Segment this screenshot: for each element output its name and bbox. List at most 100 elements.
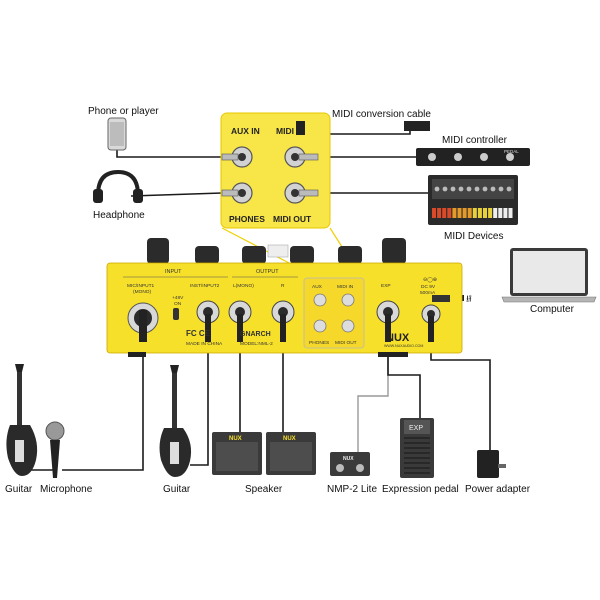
device-brand: NUX xyxy=(386,332,410,344)
microphone-label: Microphone xyxy=(40,484,93,495)
midi-controller-body xyxy=(416,148,530,166)
phantom-on-label: ON xyxy=(174,301,182,307)
inst-plug xyxy=(205,314,211,342)
guitar-mid-neck xyxy=(172,368,177,430)
guitar-left-pickguard xyxy=(15,440,24,462)
midi-controller-switch-3 xyxy=(480,153,488,161)
mic-head xyxy=(45,421,65,441)
headphone-label: Headphone xyxy=(93,210,145,221)
computer-label: Computer xyxy=(530,304,575,315)
r-label: R xyxy=(281,283,285,289)
midi-controller-pedal-text: PEDAL xyxy=(504,149,519,154)
drum-pad xyxy=(483,208,487,218)
zoom-aux-in-label: AUX IN xyxy=(231,126,260,136)
guitar-mid-headstock xyxy=(170,365,179,373)
drum-pad xyxy=(462,208,467,218)
out-r-plug xyxy=(280,314,286,342)
usb-side-port xyxy=(432,295,450,302)
midi-cable-plug-right xyxy=(404,121,430,131)
drum-machine-top xyxy=(432,179,514,199)
speaker-label: Speaker xyxy=(245,484,283,495)
computer: Computer ⭿ xyxy=(450,248,597,315)
power-adapter-label: Power adapter xyxy=(465,484,531,495)
guitar-mid-label: Guitar xyxy=(163,484,191,495)
cable-mic xyxy=(62,340,144,471)
nmp2-lite: NUX NMP-2 Lite xyxy=(327,452,377,495)
knob-6 xyxy=(382,238,406,264)
zoom-jack-midi-in xyxy=(284,146,319,168)
nmp2-label: NMP-2 Lite xyxy=(327,484,377,495)
phantom-switch xyxy=(173,308,179,320)
speakers: NUX NUX Speaker xyxy=(212,432,316,495)
usb-icon: ⭿ xyxy=(466,295,472,305)
made-in-label: MADE IN CHINA xyxy=(186,341,223,347)
device-midi-in-jack xyxy=(341,293,355,307)
drum-machine-pads xyxy=(432,186,513,218)
knob-3 xyxy=(242,246,266,264)
xlr-plug xyxy=(139,310,147,342)
phone-screen xyxy=(110,122,124,146)
knob-2 xyxy=(195,246,219,264)
drum-knob xyxy=(474,186,480,192)
dc-label: DC 9V xyxy=(421,284,436,290)
drum-pad xyxy=(498,208,503,218)
drum-knob xyxy=(450,186,456,192)
headphone-right-cup xyxy=(133,189,143,203)
guitar-left-neck xyxy=(17,367,22,427)
drum-pad xyxy=(457,208,462,218)
phone-label: Phone or player xyxy=(88,106,159,117)
device-midi-in-label: MIDI IN xyxy=(337,284,354,290)
headphone-band xyxy=(96,169,140,196)
expression-pedal-label: Expression pedal xyxy=(382,484,459,495)
website-label: WWW.NUXAUDIO.COM xyxy=(384,344,423,348)
inst-input-label: INST/INPUT2 xyxy=(190,283,220,289)
speaker-right-grille xyxy=(270,442,312,471)
laptop-screen xyxy=(513,251,585,293)
model-fragment: GNARCH xyxy=(240,331,271,338)
cable-exp-nmp xyxy=(357,342,389,452)
drum-pad xyxy=(488,208,493,218)
device-midi-out-label: MIDI OUT xyxy=(335,340,357,346)
device-phones-jack xyxy=(313,319,327,333)
midi-controller-switch-1 xyxy=(428,153,436,161)
input-header: INPUT xyxy=(165,269,182,275)
drum-pad xyxy=(467,208,472,218)
drum-pad xyxy=(493,208,498,218)
drum-knob xyxy=(434,186,440,192)
device-midi-out-jack xyxy=(341,319,355,333)
knob-4 xyxy=(290,246,314,264)
cable-guitar-mid xyxy=(190,340,209,466)
headphone: Headphone xyxy=(93,169,145,221)
expression-pedal: EXP Expression pedal xyxy=(382,418,459,495)
adapter-body xyxy=(477,450,499,478)
drum-pad xyxy=(472,208,477,218)
drum-knob xyxy=(506,186,512,192)
nmp2-badge: NUX xyxy=(343,456,354,462)
dc-polarity-icon: ⊖◯⊕ xyxy=(423,277,437,283)
drum-pad xyxy=(503,208,508,218)
drum-knob xyxy=(442,186,448,192)
zoom-panel: AUX IN MIDI IN PHONES MIDI OUT xyxy=(220,112,331,229)
mic-handle xyxy=(50,440,60,478)
drum-knob xyxy=(490,186,496,192)
mic-mono-label: (MONO) xyxy=(133,289,152,295)
cables xyxy=(28,128,491,471)
drum-knob xyxy=(458,186,464,192)
drum-pad xyxy=(447,208,452,218)
microphone: Microphone xyxy=(40,421,93,495)
device-phones-label: PHONES xyxy=(309,340,329,346)
drum-knob xyxy=(498,186,504,192)
device-foot-right xyxy=(378,352,408,357)
midi-controller: MIDI controller PEDAL xyxy=(416,135,530,166)
guitar-left-headstock xyxy=(15,364,24,372)
speaker-right-badge: NUX xyxy=(283,436,296,442)
phantom-label: +48V xyxy=(172,295,184,301)
cable-exp-pedal xyxy=(387,342,421,420)
exp-pedal-treads xyxy=(404,437,430,474)
exp-pedal-text: EXP xyxy=(409,425,423,432)
zoom-phones-label: PHONES xyxy=(229,214,265,224)
midi-controller-switch-2 xyxy=(454,153,462,161)
usb-port-top xyxy=(267,244,289,258)
adapter-prong xyxy=(498,464,506,468)
